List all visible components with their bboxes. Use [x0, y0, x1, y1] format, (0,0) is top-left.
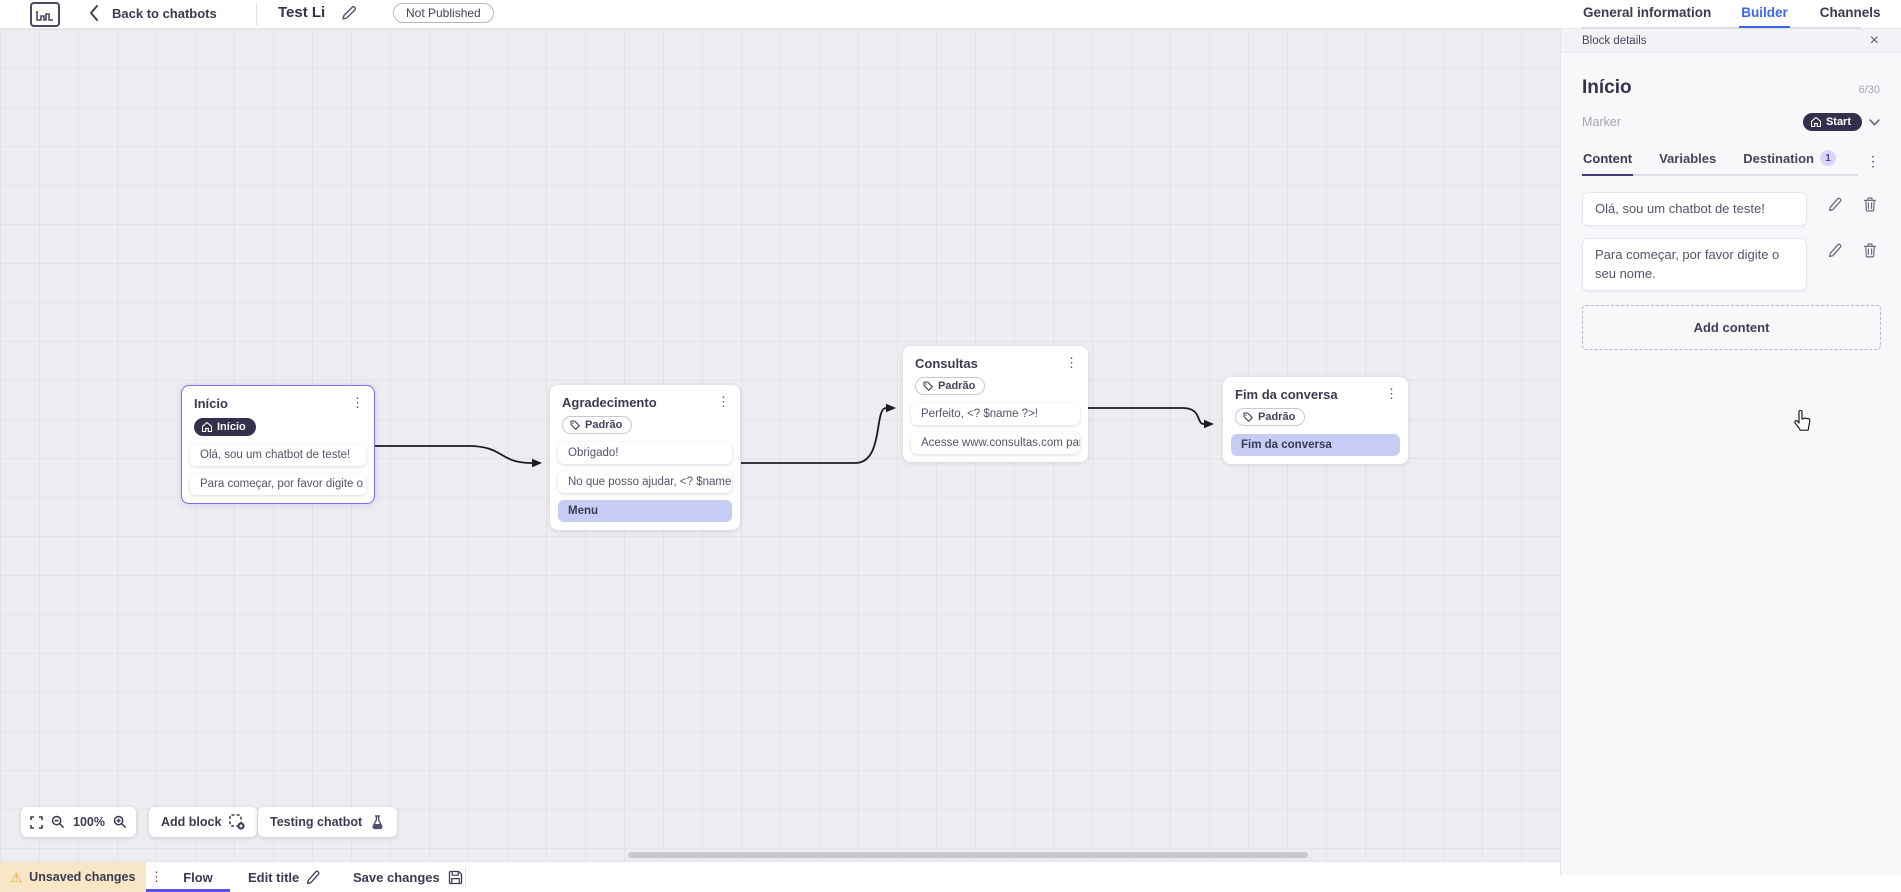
- zoom-controls: 100%: [21, 807, 136, 837]
- block-message-item[interactable]: Para começar, por favor digite o ...: [190, 473, 366, 495]
- zoom-level-value: 100%: [73, 815, 105, 829]
- edit-title-pencil-icon[interactable]: [341, 5, 357, 21]
- save-changes-label: Save changes: [353, 869, 440, 885]
- save-icon: [448, 870, 462, 884]
- block-menu-icon[interactable]: ⋮: [1385, 386, 1398, 401]
- mouse-cursor: [1792, 409, 1812, 439]
- tab-channels[interactable]: Channels: [1819, 5, 1881, 20]
- flow-canvas[interactable]: Início ⋮ Início Olá, sou um chatbot de t…: [0, 29, 1560, 861]
- back-to-chatbots-link[interactable]: Back to chatbots: [112, 6, 217, 21]
- close-icon[interactable]: ×: [1869, 31, 1879, 49]
- tab-general-information[interactable]: General information: [1583, 5, 1712, 20]
- footer-menu-icon[interactable]: ⋮: [150, 869, 163, 884]
- block-menu-icon[interactable]: ⋮: [1065, 355, 1078, 370]
- tag-label: Padrão: [1258, 411, 1296, 423]
- start-marker-badge[interactable]: Início: [194, 418, 256, 436]
- tag-label: Padrão: [938, 380, 976, 392]
- tab-destination[interactable]: Destination 1: [1742, 144, 1837, 174]
- tag-label: Padrão: [585, 419, 623, 431]
- add-block-icon: [229, 814, 246, 830]
- block-menu-icon[interactable]: ⋮: [351, 395, 364, 410]
- app-logo[interactable]: [30, 2, 60, 27]
- padrao-tag-badge[interactable]: Padrão: [562, 416, 633, 434]
- tab-builder[interactable]: Builder: [1739, 0, 1790, 28]
- tab-variables[interactable]: Variables: [1659, 150, 1717, 166]
- panel-menu-icon[interactable]: ⋮: [1866, 153, 1880, 169]
- block-message-item[interactable]: Obrigado!: [558, 442, 732, 464]
- header-divider: [256, 3, 257, 26]
- block-message-item[interactable]: Acesse www.consultas.com par...: [911, 432, 1080, 454]
- block-message-item[interactable]: Perfeito, <? $name ?>!: [911, 403, 1080, 425]
- tag-icon: [1243, 412, 1253, 422]
- destination-count-badge: 1: [1820, 150, 1837, 166]
- marker-label: Marker: [1582, 115, 1621, 129]
- edit-title-label: Edit title: [248, 869, 300, 885]
- flow-block-fim-da-conversa[interactable]: Fim da conversa ⋮ Padrão Fim da conversa: [1223, 377, 1408, 464]
- add-block-button[interactable]: Add block: [149, 807, 258, 837]
- flow-block-agradecimento[interactable]: Agradecimento ⋮ Padrão Obrigado! No que …: [550, 385, 740, 530]
- block-title: Agradecimento: [562, 395, 657, 410]
- status-badge: Not Published: [393, 3, 494, 23]
- warning-icon: ⚠: [10, 869, 23, 885]
- block-message-item[interactable]: No que posso ajudar, <? $name ...: [558, 471, 732, 493]
- tab-flow[interactable]: Flow: [183, 869, 213, 885]
- top-header: Back to chatbots Test Li Not Published G…: [0, 0, 1901, 29]
- tag-icon: [923, 381, 933, 391]
- tag-icon: [570, 420, 580, 430]
- logo-glyph: [36, 11, 53, 21]
- marker-start-dropdown[interactable]: Start: [1802, 113, 1862, 131]
- unsaved-changes-badge: ⚠ Unsaved changes: [0, 862, 146, 892]
- content-row: Para começar, por favor digite o seu nom…: [1582, 237, 1880, 291]
- builder-nav-tabs: General information Builder Channels: [1581, 0, 1881, 29]
- zoom-out-icon[interactable]: [51, 815, 65, 829]
- add-block-label: Add block: [161, 815, 222, 829]
- fullscreen-icon[interactable]: [30, 815, 43, 829]
- marker-value: Start: [1825, 116, 1851, 128]
- padrao-tag-badge[interactable]: Padrão: [1235, 408, 1306, 426]
- flow-block-consultas[interactable]: Consultas ⋮ Padrão Perfeito, <? $name ?>…: [903, 346, 1088, 462]
- panel-tabs: Content Variables Destination 1 ⋮: [1582, 144, 1880, 176]
- block-end-item[interactable]: Fim da conversa: [1231, 434, 1400, 456]
- chevron-down-icon[interactable]: [1869, 118, 1880, 126]
- back-chevron-icon[interactable]: [88, 3, 102, 25]
- block-title: Consultas: [915, 356, 978, 371]
- edit-message-icon[interactable]: [1828, 197, 1843, 212]
- testing-chatbot-label: Testing chatbot: [270, 815, 363, 829]
- panel-header-title: Block details: [1582, 34, 1647, 47]
- message-text-field[interactable]: Olá, sou um chatbot de teste!: [1582, 192, 1807, 226]
- padrao-tag-badge[interactable]: Padrão: [915, 377, 986, 395]
- canvas-horizontal-scrollbar[interactable]: [628, 852, 1308, 858]
- char-counter: 6/30: [1858, 84, 1880, 96]
- zoom-in-icon[interactable]: [113, 815, 127, 829]
- block-name-field[interactable]: Início: [1582, 77, 1632, 98]
- block-title: Fim da conversa: [1235, 387, 1338, 402]
- tab-content[interactable]: Content: [1582, 144, 1634, 176]
- start-marker-label: Início: [217, 421, 246, 433]
- home-icon: [202, 422, 212, 432]
- flask-icon: [370, 814, 385, 830]
- block-menu-icon[interactable]: ⋮: [717, 394, 730, 409]
- edit-title-button[interactable]: Edit title: [248, 862, 321, 892]
- block-details-panel: Block details × Início 6/30 Marker Start: [1560, 29, 1901, 875]
- save-changes-button[interactable]: Save changes: [353, 862, 463, 892]
- unsaved-changes-label: Unsaved changes: [29, 870, 136, 884]
- home-icon: [1810, 117, 1821, 127]
- content-row: Olá, sou um chatbot de teste!: [1582, 192, 1880, 226]
- flow-tab-underline: [146, 889, 230, 892]
- chatbot-title: Test Li: [278, 4, 326, 21]
- pencil-icon: [307, 870, 320, 884]
- flow-block-inicio[interactable]: Início ⋮ Início Olá, sou um chatbot de t…: [181, 385, 375, 504]
- add-content-button[interactable]: Add content: [1582, 304, 1881, 350]
- delete-message-icon[interactable]: [1863, 197, 1877, 212]
- footer-divider: [465, 867, 466, 888]
- panel-body: Início 6/30 Marker Start Content Variabl…: [1561, 77, 1901, 431]
- message-text-field[interactable]: Para começar, por favor digite o seu nom…: [1582, 237, 1807, 291]
- delete-message-icon[interactable]: [1863, 242, 1877, 258]
- block-message-item[interactable]: Olá, sou um chatbot de teste!: [190, 444, 366, 466]
- block-menu-item[interactable]: Menu: [558, 500, 732, 522]
- panel-header: Block details ×: [1561, 29, 1901, 53]
- block-title: Início: [194, 396, 228, 411]
- testing-chatbot-button[interactable]: Testing chatbot: [258, 807, 398, 837]
- edit-message-icon[interactable]: [1828, 243, 1843, 258]
